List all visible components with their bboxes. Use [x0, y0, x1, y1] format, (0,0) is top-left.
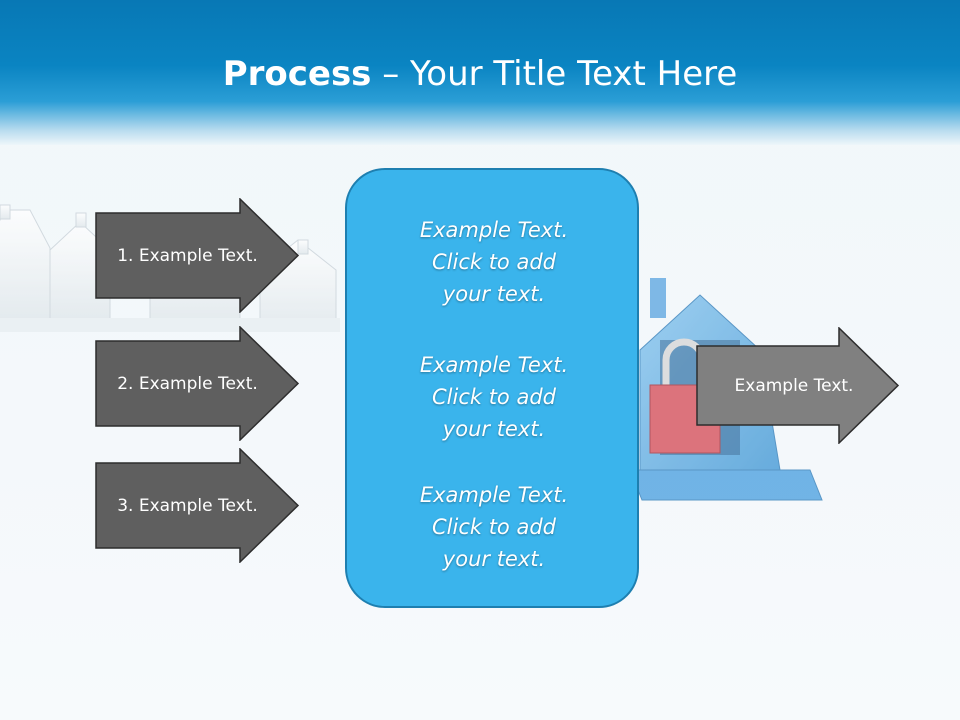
process-arrow-label: 3. Example Text. [117, 495, 258, 516]
output-arrow-label: Example Text. [734, 375, 854, 396]
right-arrow-shape [95, 326, 300, 441]
title-rest: – Your Title Text Here [371, 54, 738, 94]
center-line: your text. [442, 417, 546, 441]
process-arrow-label: 1. Example Text. [117, 245, 258, 266]
center-text-block-2[interactable]: Example Text. Click to add your text. [347, 349, 641, 445]
center-line: Example Text. [419, 483, 569, 507]
title-bar [0, 0, 960, 145]
slide-title[interactable]: Process – Your Title Text Here [0, 52, 960, 96]
process-arrow-1[interactable]: 1. Example Text. [95, 198, 300, 313]
right-arrow-shape [95, 198, 300, 313]
center-line: Click to add [431, 385, 556, 409]
center-line: Example Text. [419, 218, 569, 242]
center-line: your text. [442, 282, 546, 306]
right-arrow-shape [95, 448, 300, 563]
process-arrow-3[interactable]: 3. Example Text. [95, 448, 300, 563]
process-arrow-label: 2. Example Text. [117, 373, 258, 394]
center-line: Example Text. [419, 353, 569, 377]
center-text-block-1[interactable]: Example Text. Click to add your text. [347, 214, 641, 310]
center-text-box[interactable]: Example Text. Click to add your text. Ex… [345, 168, 639, 608]
center-line: your text. [442, 547, 546, 571]
right-arrow-shape [696, 327, 900, 444]
center-line: Click to add [431, 250, 556, 274]
title-bold: Process [222, 54, 372, 94]
center-text-block-3[interactable]: Example Text. Click to add your text. [347, 479, 641, 575]
center-line: Click to add [431, 515, 556, 539]
output-arrow[interactable]: Example Text. [696, 327, 900, 444]
process-arrow-2[interactable]: 2. Example Text. [95, 326, 300, 441]
